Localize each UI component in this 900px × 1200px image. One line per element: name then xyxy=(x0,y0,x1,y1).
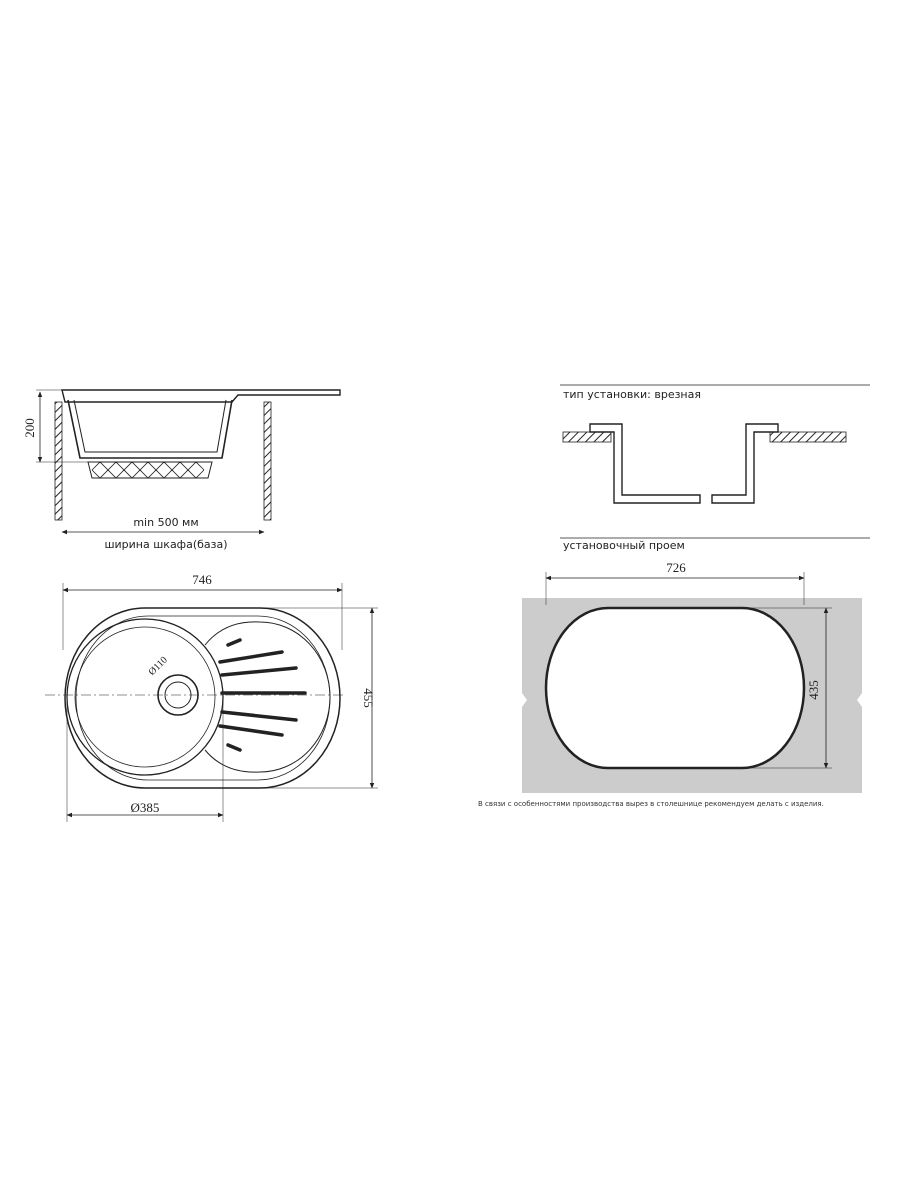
cutout-width-label: 726 xyxy=(666,560,686,575)
depth-label: 200 xyxy=(22,418,37,438)
siphon xyxy=(87,461,213,479)
side-view xyxy=(36,389,341,535)
sink-section-right xyxy=(711,423,779,504)
cutout-diagram xyxy=(522,572,862,793)
top-view xyxy=(45,583,378,822)
sink-outline xyxy=(64,607,341,789)
cutout-hole xyxy=(544,606,806,770)
footnote: В связи с особенностями производства выр… xyxy=(478,800,824,808)
sink-section-left xyxy=(589,423,701,504)
cutout-height-label: 435 xyxy=(806,680,821,700)
min-width-label: min 500 мм xyxy=(133,516,198,529)
cabinet-wall-right xyxy=(263,401,272,521)
drainer-ribs xyxy=(218,638,307,752)
installation-diagram xyxy=(560,384,870,539)
sink-bowl xyxy=(66,618,224,776)
bowl-diameter-label: Ø385 xyxy=(131,800,160,815)
drainer-area xyxy=(204,621,331,773)
countertop-right xyxy=(769,431,847,443)
sink-height-label: 455 xyxy=(361,688,376,708)
cabinet-width-label: ширина шкафа(база) xyxy=(104,538,227,551)
installation-type-label: тип установки: врезная xyxy=(563,388,701,401)
drain-diameter-label: Ø110 xyxy=(147,655,170,678)
sink-bowl-profile xyxy=(67,399,233,459)
countertop-left xyxy=(562,431,612,443)
sink-rim xyxy=(61,389,341,403)
cutout-title: установочный проем xyxy=(563,539,685,552)
cabinet-wall-left xyxy=(54,401,63,521)
sink-width-label: 746 xyxy=(192,572,212,587)
